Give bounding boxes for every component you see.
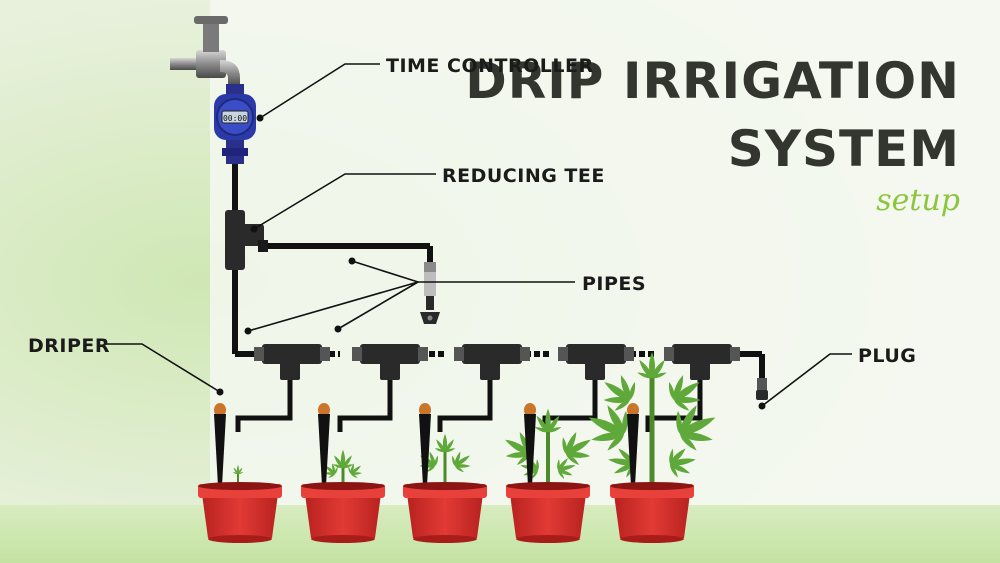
plant-1 <box>233 465 244 486</box>
callout-time-controller <box>259 63 380 119</box>
callout-reducing-tee <box>253 173 436 230</box>
tee-3 <box>454 344 530 380</box>
callout-pipes-2 <box>247 281 419 332</box>
faucet-icon <box>170 16 240 86</box>
pots <box>198 482 694 543</box>
plant-icon <box>233 352 725 486</box>
drippers <box>214 403 639 486</box>
sprinkler-icon <box>420 262 440 324</box>
tee-5 <box>664 344 740 380</box>
label-reducing-tee: REDUCING TEE <box>442 165 605 187</box>
label-plug: PLUG <box>858 345 916 367</box>
plant-2 <box>320 450 366 486</box>
timer-icon: 00:00 <box>214 84 256 164</box>
plant-5 <box>579 352 725 486</box>
tee-2 <box>352 344 428 380</box>
dripper-3 <box>419 403 431 486</box>
tee-4 <box>558 344 634 380</box>
title-line-1: DRIP IRRIGATION <box>465 52 960 110</box>
callout-plug <box>761 353 852 407</box>
pot-1 <box>198 482 282 543</box>
tee-fittings <box>254 344 740 380</box>
pot-4 <box>506 482 590 543</box>
callout-dots <box>216 114 766 410</box>
title-line-2: SYSTEM <box>728 120 960 178</box>
callout-lines <box>106 63 852 407</box>
dripper-4 <box>524 403 536 486</box>
plug <box>756 378 768 400</box>
floor <box>0 505 1000 563</box>
dripper-5 <box>627 403 639 486</box>
label-time-controller: TIME CONTROLLER <box>386 55 594 77</box>
subtitle: setup <box>876 183 960 218</box>
label-pipes: PIPES <box>582 273 646 295</box>
tee-1 <box>254 344 330 380</box>
callout-pipes-3 <box>337 281 419 330</box>
plant-3 <box>414 434 476 486</box>
pot-5 <box>610 482 694 543</box>
timer-display: 00:00 <box>223 114 247 123</box>
pot-2 <box>301 482 385 543</box>
label-driper: DRIPER <box>28 335 110 357</box>
plant-4 <box>497 409 599 486</box>
callout-driper <box>106 343 221 393</box>
dripper-2 <box>318 403 330 486</box>
pot-3 <box>403 482 487 543</box>
dripper-1 <box>214 403 226 486</box>
